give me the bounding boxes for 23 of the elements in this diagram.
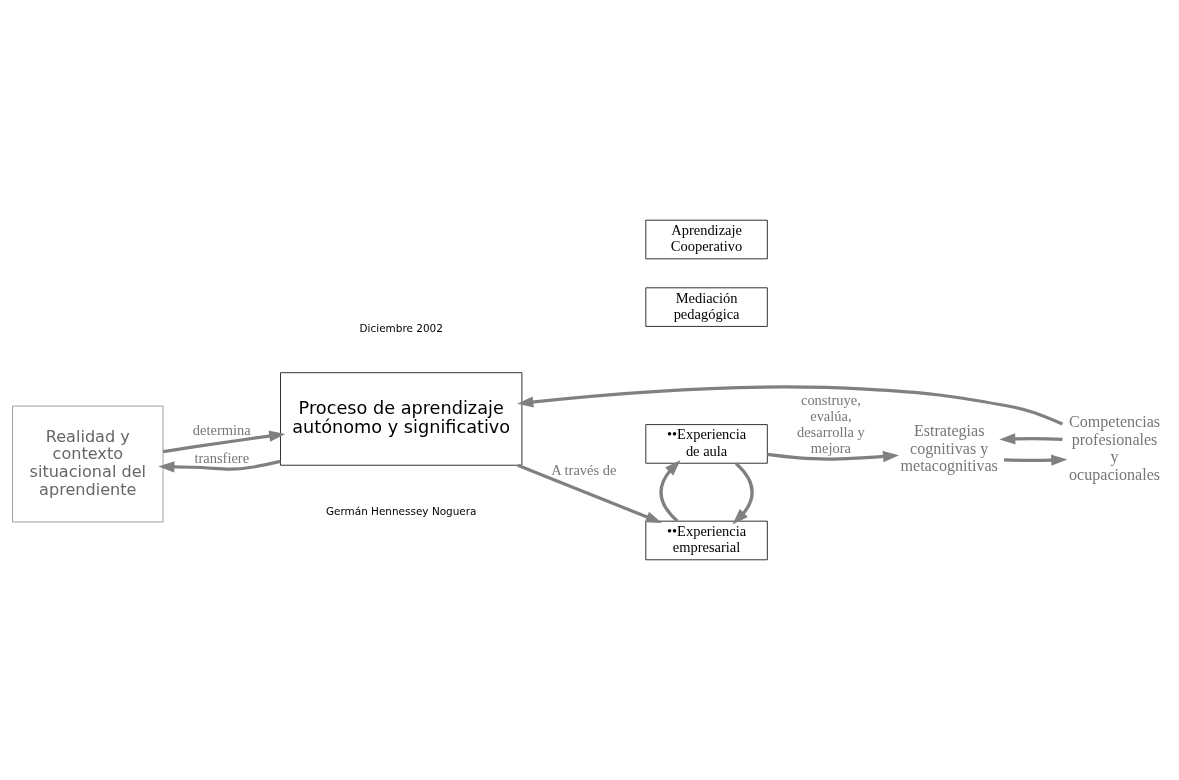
arrow: [517, 385, 1064, 426]
node-text: Competencias profesionales y ocupacionales: [1068, 413, 1161, 484]
node-box: Aprendizaje Cooperativo: [645, 219, 768, 260]
arrow: [517, 463, 662, 523]
node-box: ••Experiencia empresarial: [645, 520, 768, 561]
arrow: [1004, 454, 1068, 466]
node-box: Mediación pedagógica: [645, 287, 768, 327]
edge-label: determina: [192, 421, 251, 438]
node-text: Estrategias cognitivas y metacognitivas: [900, 421, 998, 475]
arrow: [732, 462, 754, 525]
label: Germán Hennessey Noguera: [325, 505, 477, 518]
edge-label: construye, evalúa, desarrolla y mejora: [796, 391, 865, 457]
node-box: Realidad y contexto situacional del aprendiente: [12, 405, 164, 523]
node-box: Proceso de aprendizaje autónomo y significativo: [280, 372, 523, 466]
arrow: [767, 450, 900, 463]
label: Diciembre 2002: [359, 321, 443, 334]
arrow: [158, 459, 281, 473]
arrow: [162, 430, 286, 454]
arrow: [999, 433, 1063, 445]
node-box: ••Experiencia de aula: [645, 424, 768, 464]
arrow: [659, 460, 681, 523]
edge-label: A través de: [551, 461, 617, 478]
edge-label: transfiere: [194, 449, 250, 466]
